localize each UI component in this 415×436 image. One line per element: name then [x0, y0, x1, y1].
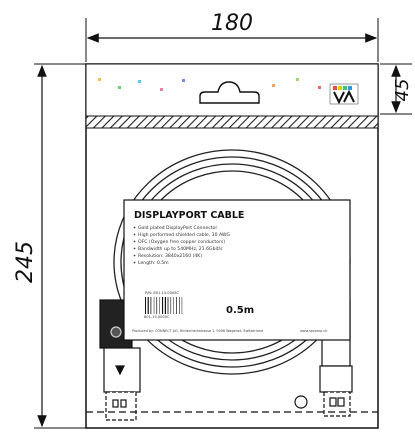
- header-dot: [182, 79, 185, 82]
- length-value: 0.5m: [226, 305, 254, 316]
- barcode-bar: [147, 297, 149, 314]
- bullet-marks: [133, 226, 136, 264]
- barcode: [145, 297, 183, 314]
- barcode-bar: [176, 297, 177, 314]
- brand-logo: [329, 83, 359, 105]
- hang-hole: [199, 81, 260, 104]
- small-circle-mark: [294, 395, 308, 409]
- barcode-bar: [156, 297, 158, 314]
- header-dimension: [380, 63, 412, 115]
- width-dimension-label: 180: [211, 11, 253, 36]
- feature-item: High performed shielded cable, 30 AWG: [138, 232, 230, 238]
- barcode-bar: [167, 297, 169, 314]
- header-dots: [98, 78, 321, 91]
- feature-item: Resolution: 3840x2160 (4K): [138, 253, 202, 259]
- height-dimension: [34, 63, 86, 429]
- barcode-bar: [164, 297, 166, 314]
- height-dimension-label: 245: [13, 241, 38, 283]
- label-title: DISPLAYPORT CABLE: [134, 210, 244, 221]
- barcode-bar: [173, 297, 174, 314]
- barcode-bar: [150, 297, 152, 314]
- product-label: DISPLAYPORT CABLE Gold plated DisplayPor…: [123, 199, 351, 341]
- producer-info: Produced by: CONNECT AG, Hinterrheinstra…: [132, 329, 263, 333]
- header-dot: [118, 86, 121, 89]
- feature-list: Gold plated DisplayPort Connector High p…: [138, 225, 230, 266]
- barcode-number: 801-15.0005C: [144, 315, 170, 319]
- feature-item: OFC (Oxygen free copper conductors): [138, 239, 225, 245]
- barcode-bar: [170, 297, 172, 314]
- barcode-bar: [145, 297, 146, 314]
- feature-item: Length: 0.5m: [138, 260, 169, 266]
- header-dot: [98, 78, 101, 81]
- header-card: [85, 63, 379, 117]
- barcode-bar: [153, 297, 155, 314]
- header-dimension-label: 45: [392, 79, 413, 102]
- width-dimension: [85, 18, 379, 62]
- header-dot: [138, 80, 141, 83]
- header-dot: [160, 88, 163, 91]
- hatched-band: [85, 115, 379, 129]
- header-dot: [272, 84, 275, 87]
- header-dot: [296, 78, 299, 81]
- header-dot: [318, 86, 321, 89]
- feature-item: Gold plated DisplayPort Connector: [138, 225, 217, 231]
- part-number: P/N: 801-15.0005C: [145, 291, 179, 295]
- barcode-bar: [159, 297, 160, 314]
- barcode-bar: [162, 297, 164, 314]
- feature-item: Bandwidth up to 540MHz, 21.6Gbit/s: [138, 246, 223, 252]
- website: www.secomp.ch: [300, 329, 327, 333]
- barcode-bar: [181, 297, 183, 314]
- barcode-bar: [179, 297, 180, 314]
